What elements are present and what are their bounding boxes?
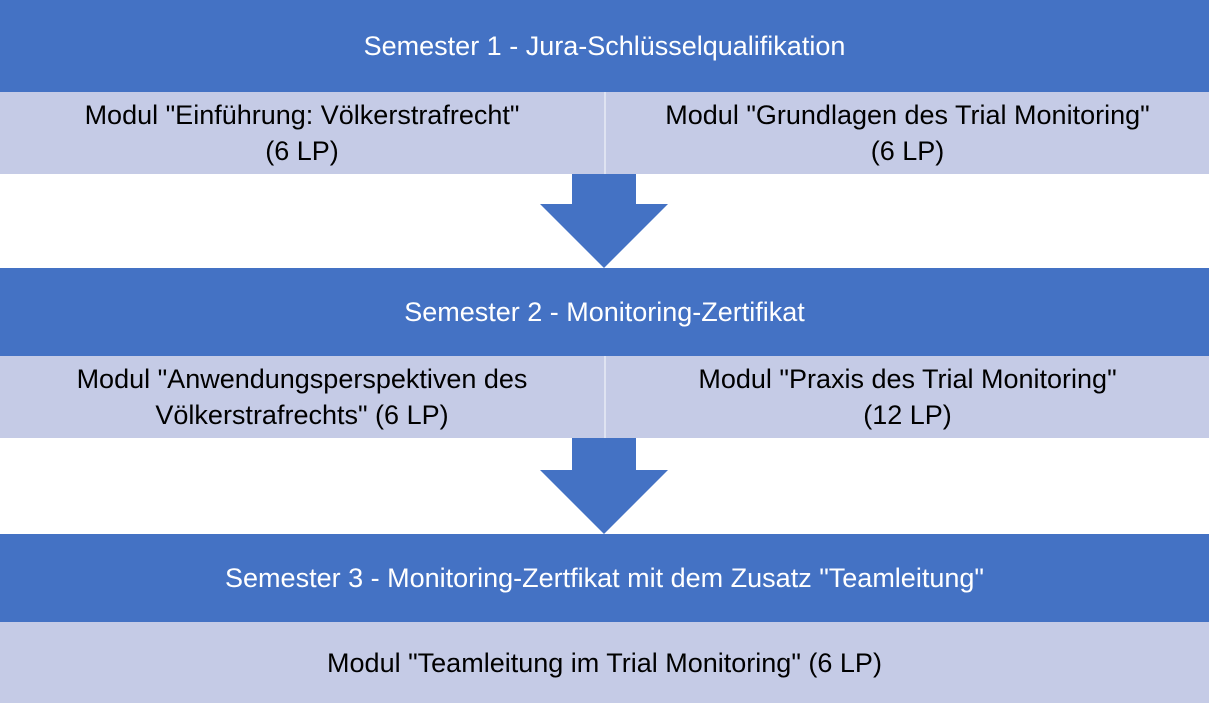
module-title-line: Modul "Anwendungsperspektiven des	[76, 364, 528, 394]
module-box: Modul "Grundlagen des Trial Monitoring" …	[606, 92, 1209, 174]
semester-2-header: Semester 2 - Monitoring-Zertifikat	[0, 268, 1209, 356]
module-divider	[604, 92, 606, 174]
semester-3-header: Semester 3 - Monitoring-Zertfikat mit de…	[0, 534, 1209, 622]
semester-3-modules: Modul "Teamleitung im Trial Monitoring" …	[0, 622, 1209, 703]
down-arrow-icon	[0, 438, 1209, 534]
down-arrow-icon	[0, 174, 1209, 268]
semester-2-title: Semester 2 - Monitoring-Zertifikat	[404, 296, 805, 327]
module-credits-line: (6 LP)	[265, 136, 339, 166]
semester-1-header: Semester 1 - Jura-Schlüsselqualifikation	[0, 0, 1209, 92]
module-title-line: Modul "Grundlagen des Trial Monitoring"	[665, 100, 1150, 130]
module-box: Modul "Teamleitung im Trial Monitoring" …	[0, 622, 1209, 703]
semester-1-modules: Modul "Einführung: Völkerstrafrecht" (6 …	[0, 92, 1209, 174]
semester-3-title: Semester 3 - Monitoring-Zertfikat mit de…	[225, 562, 984, 593]
module-title-line: Modul "Praxis des Trial Monitoring"	[698, 364, 1117, 394]
module-box: Modul "Einführung: Völkerstrafrecht" (6 …	[0, 92, 604, 174]
semester-2-modules: Modul "Anwendungsperspektiven des Völker…	[0, 356, 1209, 438]
semester-1-title: Semester 1 - Jura-Schlüsselqualifikation	[363, 30, 846, 61]
module-title-line: Modul "Teamleitung im Trial Monitoring" …	[327, 647, 882, 678]
module-title-line: Modul "Einführung: Völkerstrafrecht"	[84, 100, 520, 130]
module-box: Modul "Praxis des Trial Monitoring" (12 …	[606, 356, 1209, 438]
module-box: Modul "Anwendungsperspektiven des Völker…	[0, 356, 604, 438]
module-credits-line: (12 LP)	[863, 400, 952, 430]
module-divider	[604, 356, 606, 438]
module-credits-line: Völkerstrafrechts" (6 LP)	[155, 400, 449, 430]
module-credits-line: (6 LP)	[870, 136, 945, 166]
